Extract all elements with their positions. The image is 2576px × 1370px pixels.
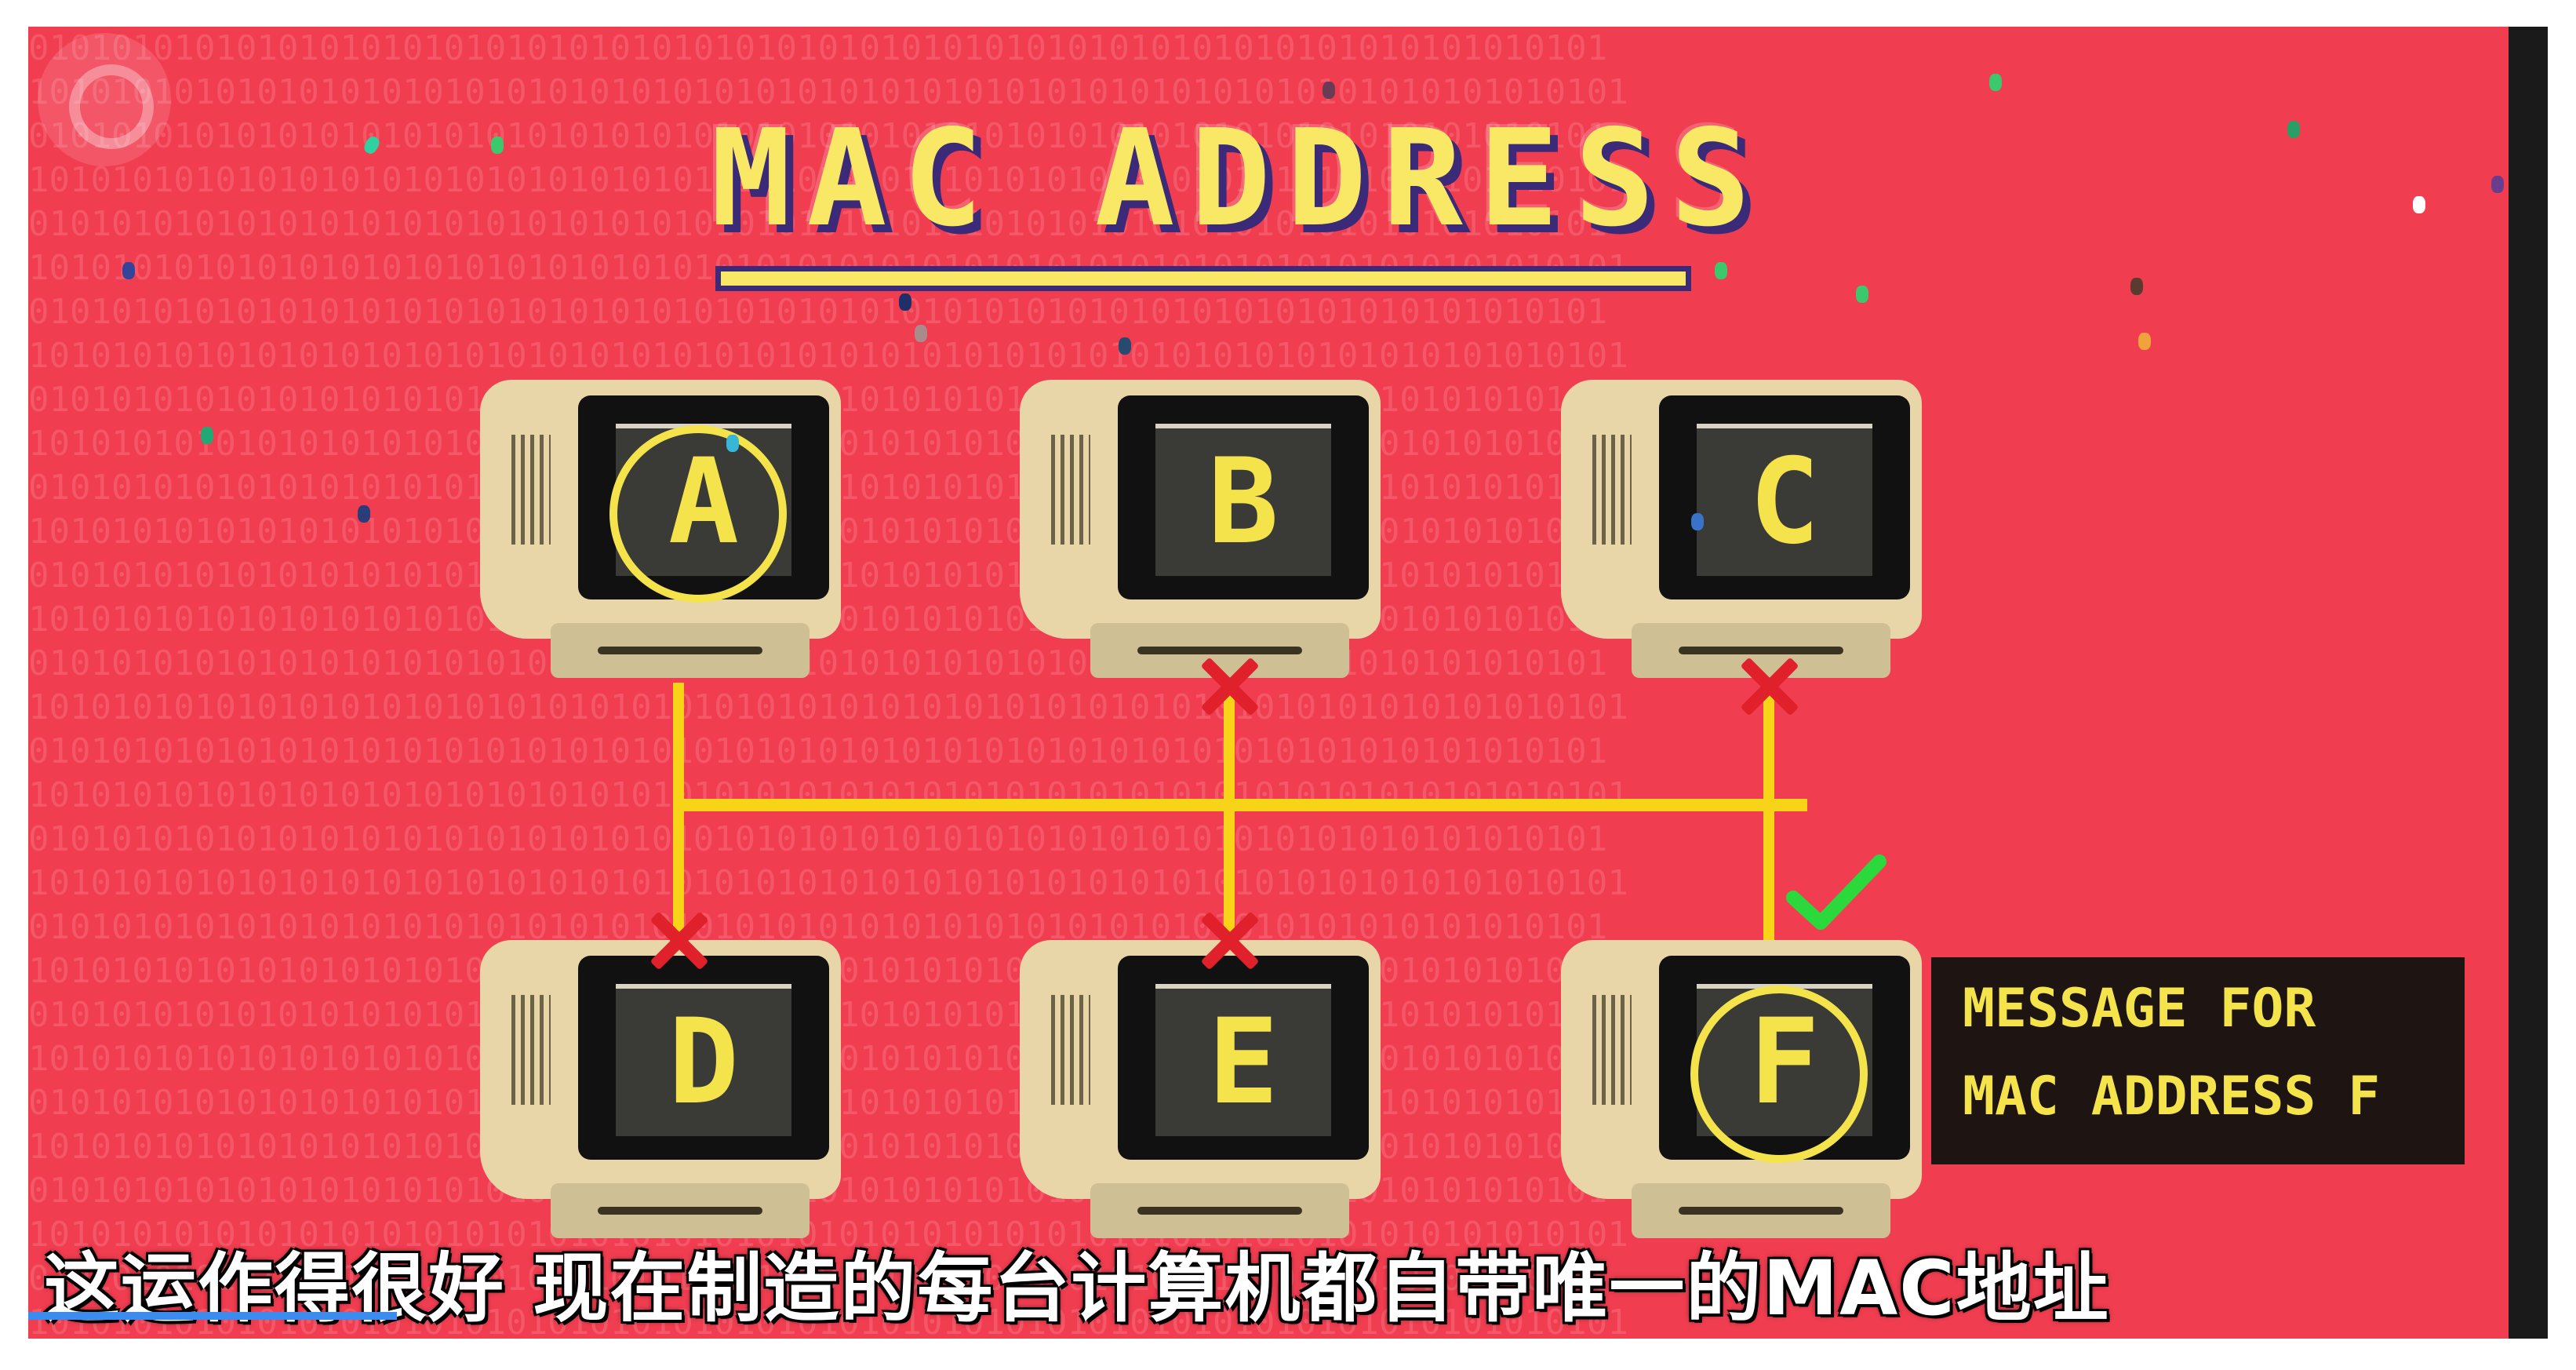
pbs-logo-icon — [38, 33, 171, 166]
confetti — [915, 325, 927, 342]
confetti — [2138, 333, 2151, 350]
x-mark-icon — [1194, 651, 1264, 722]
title-underline — [715, 266, 1691, 291]
computer-label: B — [1207, 434, 1279, 570]
confetti — [201, 427, 213, 444]
x-mark-icon — [643, 905, 714, 976]
video-progress-bar[interactable] — [28, 1312, 397, 1320]
confetti — [2130, 278, 2143, 295]
cable-bus — [673, 799, 1807, 811]
confetti — [1856, 286, 1868, 303]
computer-label: F — [1748, 994, 1821, 1131]
message-line-2: MAC ADDRESS F — [1963, 1066, 2381, 1128]
computer-d: D — [480, 940, 841, 1270]
computer-label: C — [1748, 434, 1821, 570]
confetti — [1323, 82, 1335, 99]
computer-b: B — [1020, 380, 1381, 709]
highlight-ring — [1690, 986, 1868, 1163]
x-mark-icon — [1734, 651, 1804, 722]
confetti — [2491, 176, 2504, 193]
confetti — [1989, 74, 2002, 91]
computer-e: E — [1020, 940, 1381, 1270]
computer-a: A — [480, 380, 841, 709]
confetti — [1715, 262, 1727, 279]
confetti — [2287, 121, 2300, 138]
check-mark-icon — [1786, 854, 1887, 930]
confetti — [1691, 513, 1704, 530]
cable-c — [1763, 683, 1774, 965]
confetti — [2413, 196, 2425, 213]
x-mark-icon — [1194, 905, 1264, 976]
subtitle: 这运作得很好 现在制造的每台计算机都自带唯一的MAC地址 — [44, 1244, 2110, 1332]
cable-a — [673, 683, 684, 965]
computer-label: A — [668, 434, 740, 570]
computer-f: F — [1561, 940, 1922, 1270]
highlight-ring — [609, 425, 787, 603]
message-line-1: MESSAGE FOR — [1963, 978, 2316, 1040]
computer-label: D — [668, 994, 740, 1131]
video-frame: 0101010101010101010101010101010101010101… — [28, 27, 2548, 1339]
confetti — [899, 293, 911, 311]
confetti — [122, 262, 135, 279]
diagram-title: MAC ADDRESS — [711, 101, 1766, 257]
confetti — [726, 435, 739, 452]
message-box: MESSAGE FOR MAC ADDRESS F — [1931, 957, 2465, 1164]
confetti — [491, 137, 504, 154]
cable-b — [1224, 683, 1235, 965]
computer-c: C — [1561, 380, 1922, 709]
confetti — [358, 505, 370, 523]
frame-edge — [2509, 27, 2548, 1339]
computer-label: E — [1207, 994, 1279, 1131]
confetti — [1119, 337, 1131, 355]
